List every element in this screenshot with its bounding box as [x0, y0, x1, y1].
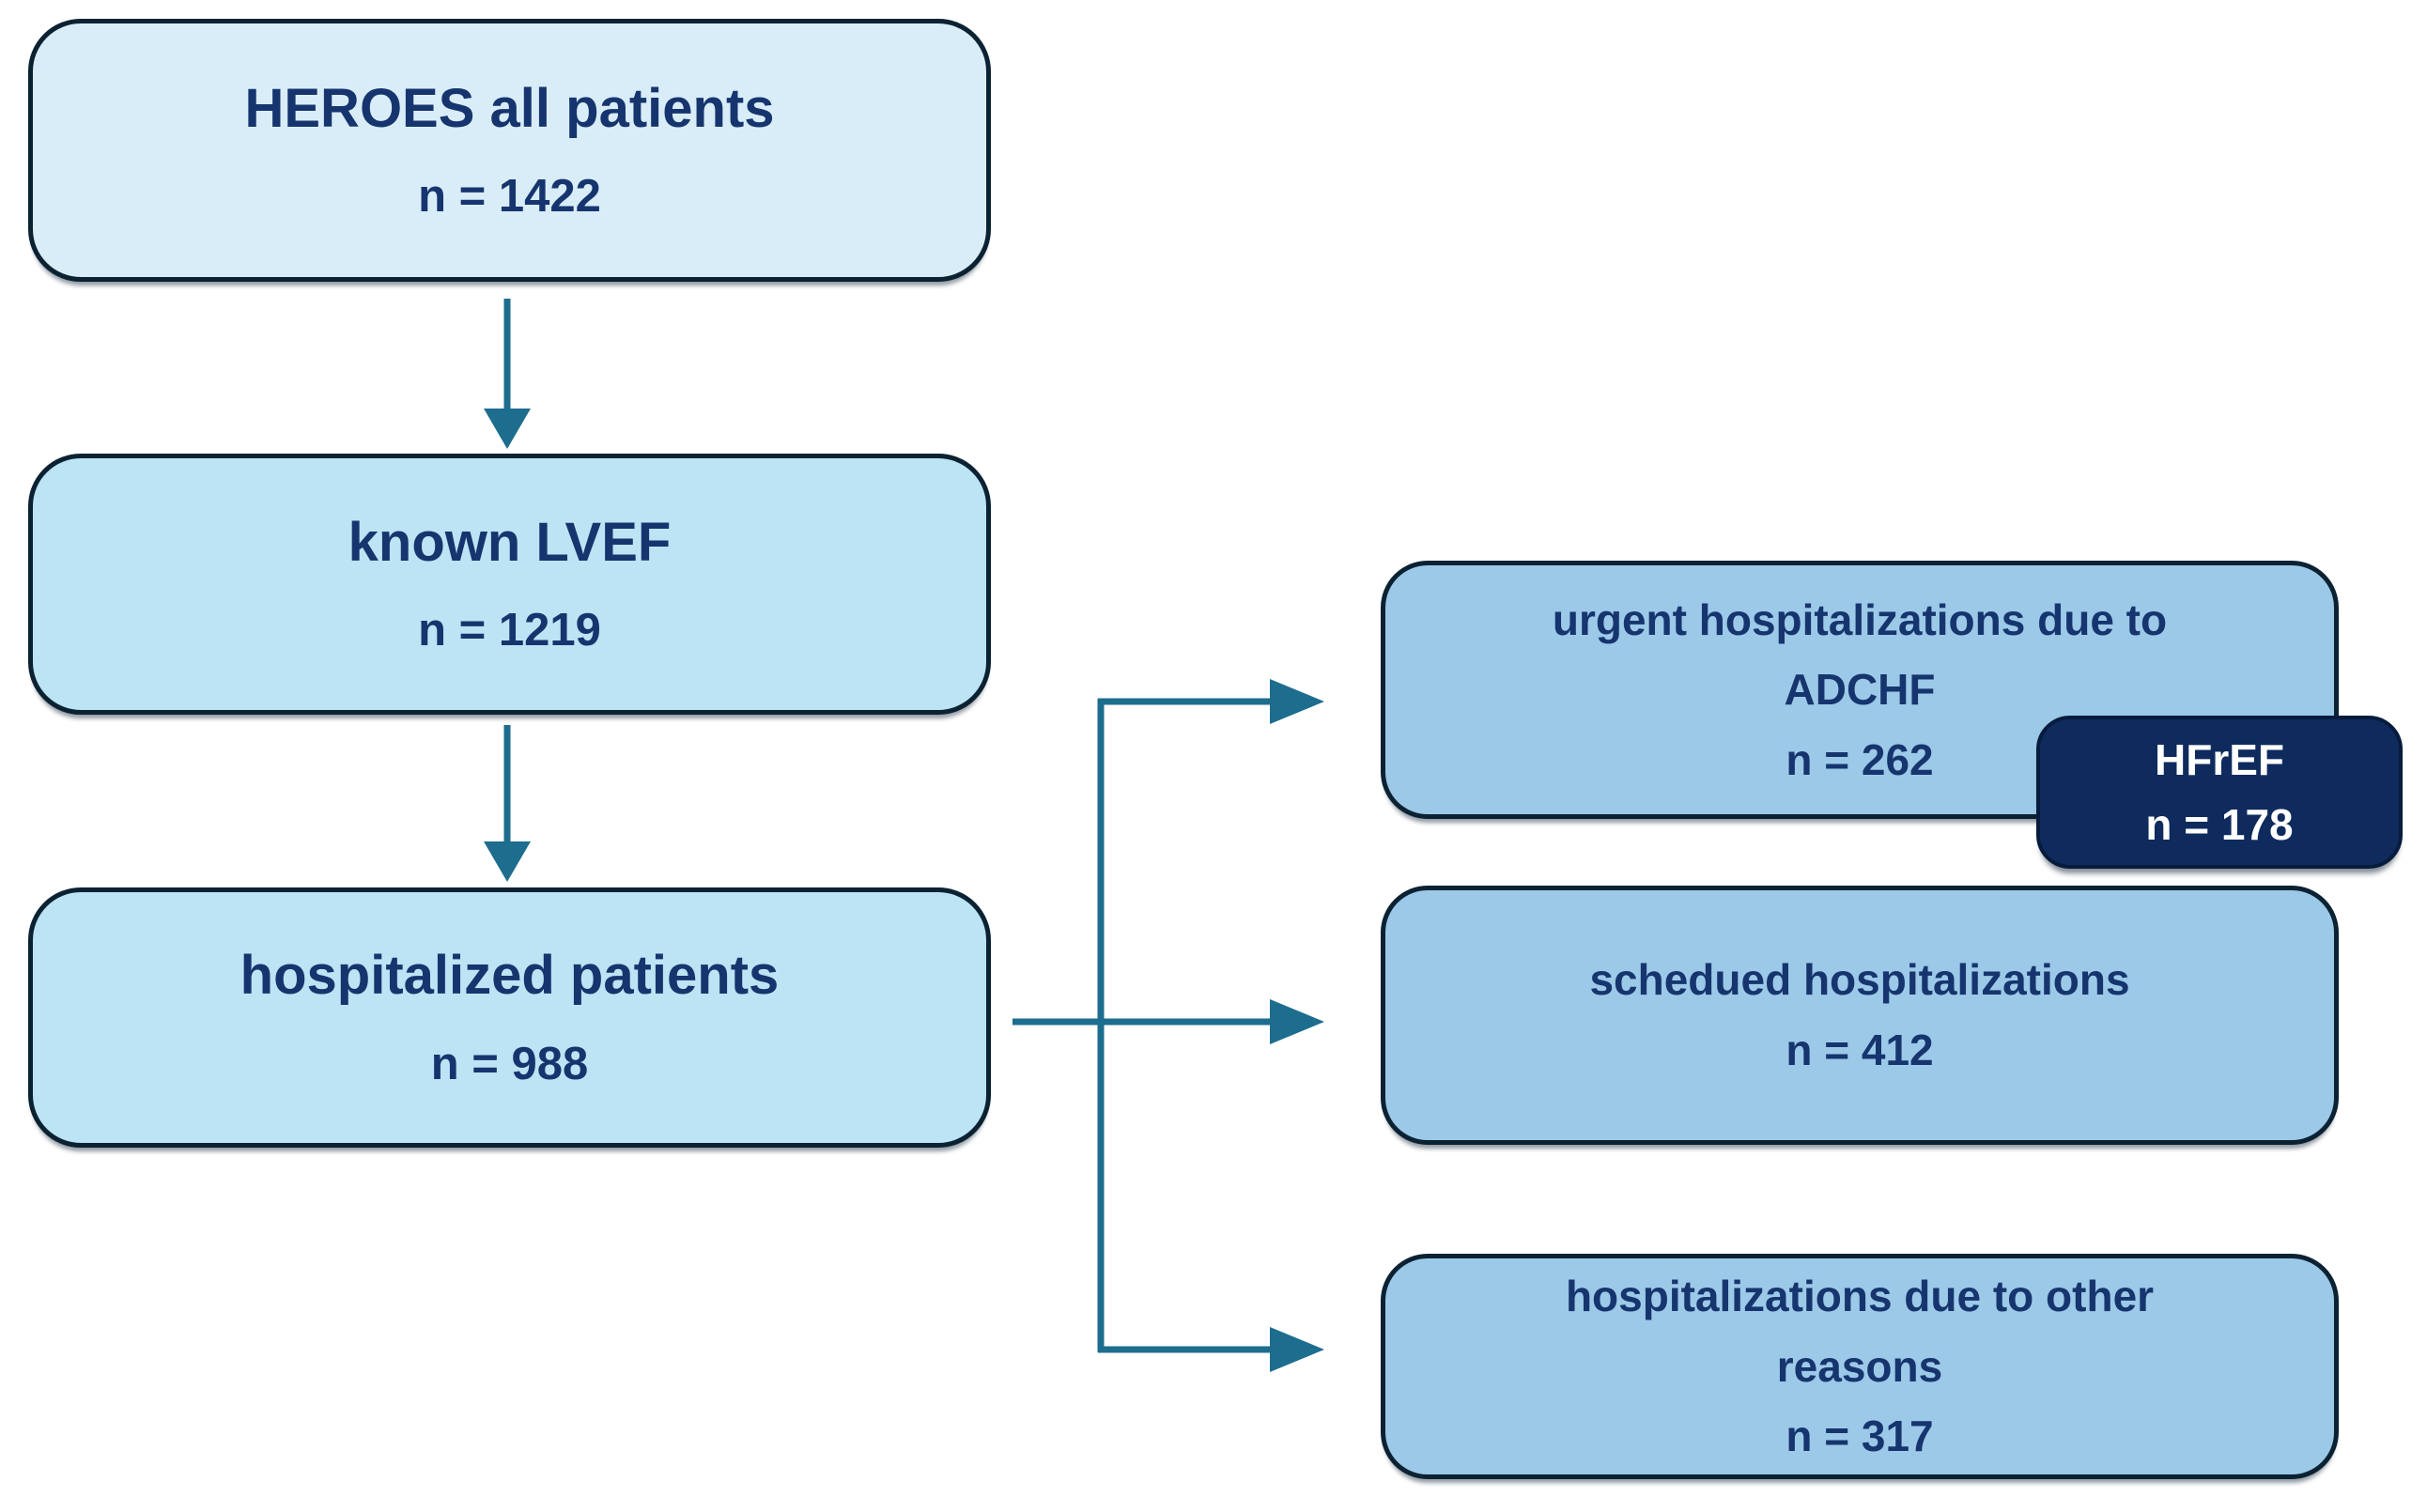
- box-label: reasons: [1776, 1341, 1943, 1391]
- box-label: HEROES all patients: [244, 77, 775, 139]
- arrowhead-middle-icon: [1270, 999, 1324, 1044]
- box-hospitalized-patients: hospitalized patients n = 988: [28, 887, 991, 1148]
- arrowhead-top-icon: [1270, 679, 1324, 724]
- box-hfref-callout: HFrEF n = 178: [2036, 716, 2403, 869]
- arrowhead-down-1-icon: [484, 409, 531, 449]
- box-heroes-all-patients: HEROES all patients n = 1422: [28, 19, 991, 282]
- box-count: n = 262: [1785, 734, 1934, 784]
- box-label: hospitalized patients: [240, 945, 780, 1007]
- box-count: n = 1219: [418, 605, 601, 656]
- box-count: n = 317: [1785, 1412, 1934, 1461]
- box-scheduled-hospitalizations: schedued hospitalizations n = 412: [1381, 886, 2339, 1145]
- box-count: n = 1422: [418, 171, 601, 223]
- box-label: ADCHF: [1784, 665, 1936, 715]
- box-label: urgent hospitalizations due to: [1552, 594, 2168, 644]
- box-count: n = 412: [1785, 1026, 1934, 1074]
- arrowhead-bottom-icon: [1270, 1327, 1324, 1372]
- box-hospitalizations-other-reasons: hospitalizations due to other reasons n …: [1381, 1254, 2339, 1479]
- box-label: HFrEF: [2155, 734, 2284, 784]
- box-label: hospitalizations due to other: [1565, 1272, 2155, 1321]
- box-known-lvef: known LVEF n = 1219: [28, 454, 991, 715]
- box-count: n = 178: [2145, 799, 2294, 849]
- box-label: schedued hospitalizations: [1589, 955, 2130, 1005]
- box-count: n = 988: [430, 1038, 589, 1089]
- arrowhead-down-2-icon: [484, 841, 531, 882]
- box-label: known LVEF: [348, 511, 672, 573]
